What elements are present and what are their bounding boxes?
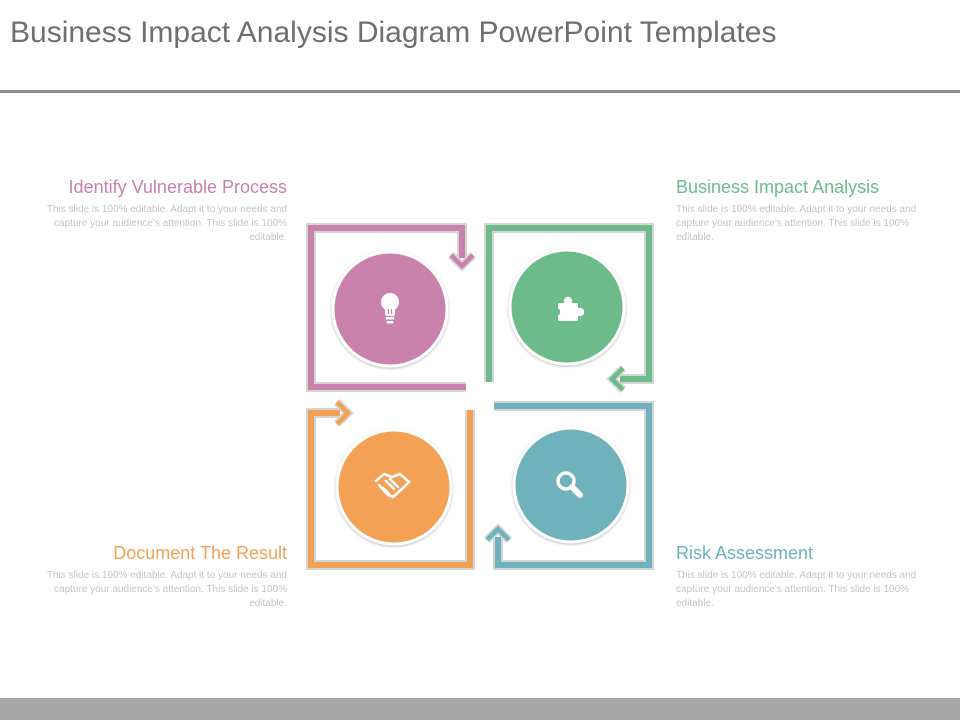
circle-document xyxy=(335,428,453,546)
frame-identify xyxy=(306,223,476,392)
label-body: This slide is 100% editable. Adapt it to… xyxy=(676,204,917,243)
frame-document xyxy=(306,399,475,570)
handshake-icon xyxy=(374,472,411,499)
label-business-impact-analysis: Business Impact Analysis This slide is 1… xyxy=(676,177,946,245)
magnifier-icon xyxy=(556,471,583,498)
label-body: This slide is 100% editable. Adapt it to… xyxy=(46,570,287,609)
puzzle-icon xyxy=(551,296,585,321)
title-divider xyxy=(0,90,960,93)
label-heading: Risk Assessment xyxy=(676,543,814,563)
label-heading: Business Impact Analysis xyxy=(676,177,880,197)
frame-risk xyxy=(484,401,654,570)
frame-business-impact xyxy=(484,223,654,393)
footer-bar xyxy=(0,698,960,720)
lightbulb-icon xyxy=(381,293,399,324)
label-body: This slide is 100% editable. Adapt it to… xyxy=(46,204,287,243)
label-body: This slide is 100% editable. Adapt it to… xyxy=(676,570,917,609)
label-heading: Document The Result xyxy=(113,543,287,563)
slide-title: Business Impact Analysis Diagram PowerPo… xyxy=(10,16,777,49)
label-identify-vulnerable-process: Identify Vulnerable Process This slide i… xyxy=(17,177,287,245)
label-heading: Identify Vulnerable Process xyxy=(68,177,287,197)
label-document-the-result: Document The Result This slide is 100% e… xyxy=(17,543,287,611)
label-risk-assessment: Risk Assessment This slide is 100% edita… xyxy=(676,543,946,611)
